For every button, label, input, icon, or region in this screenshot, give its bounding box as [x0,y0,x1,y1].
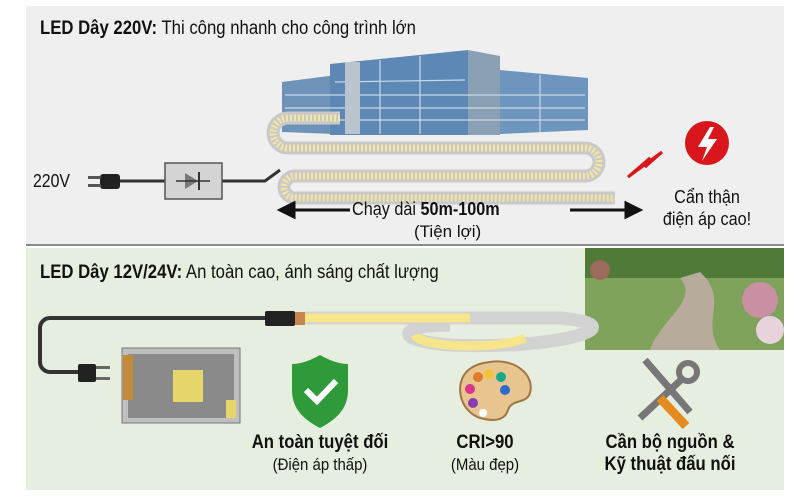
garden-path-image [585,248,784,350]
building-illustration [282,50,588,135]
section-divider [26,244,784,246]
power-cable-12v [38,311,305,382]
length-arrow [276,200,644,220]
voltage-label: 220V [33,171,71,191]
feature-cri: CRI>90(Màu đẹp) [450,432,520,474]
palette-icon [459,360,532,421]
section-title-220v: LED Dây 220V: Thi công nhanh cho công tr… [40,18,416,39]
power-supply-unit [121,347,241,424]
led-strip-12v [305,311,599,353]
power-cable-220v [88,162,281,200]
tools-icon [637,357,700,430]
led-strip-220v [266,111,615,205]
shield-check-icon [292,355,348,428]
run-length-note: (Tiện lợi) [414,222,482,241]
feature-power-supply-required: Cần bộ nguồn &Kỹ thuật đấu nối [604,432,736,475]
feature-safety: An toàn tuyệt đối(Điện áp thấp) [251,432,389,474]
section-title-12v-24v: LED Dây 12V/24V: An toàn cao, ánh sáng c… [40,262,439,283]
run-length-label: Chạy dài 50m-100m [352,199,500,219]
high-voltage-warning-icon [627,121,729,179]
